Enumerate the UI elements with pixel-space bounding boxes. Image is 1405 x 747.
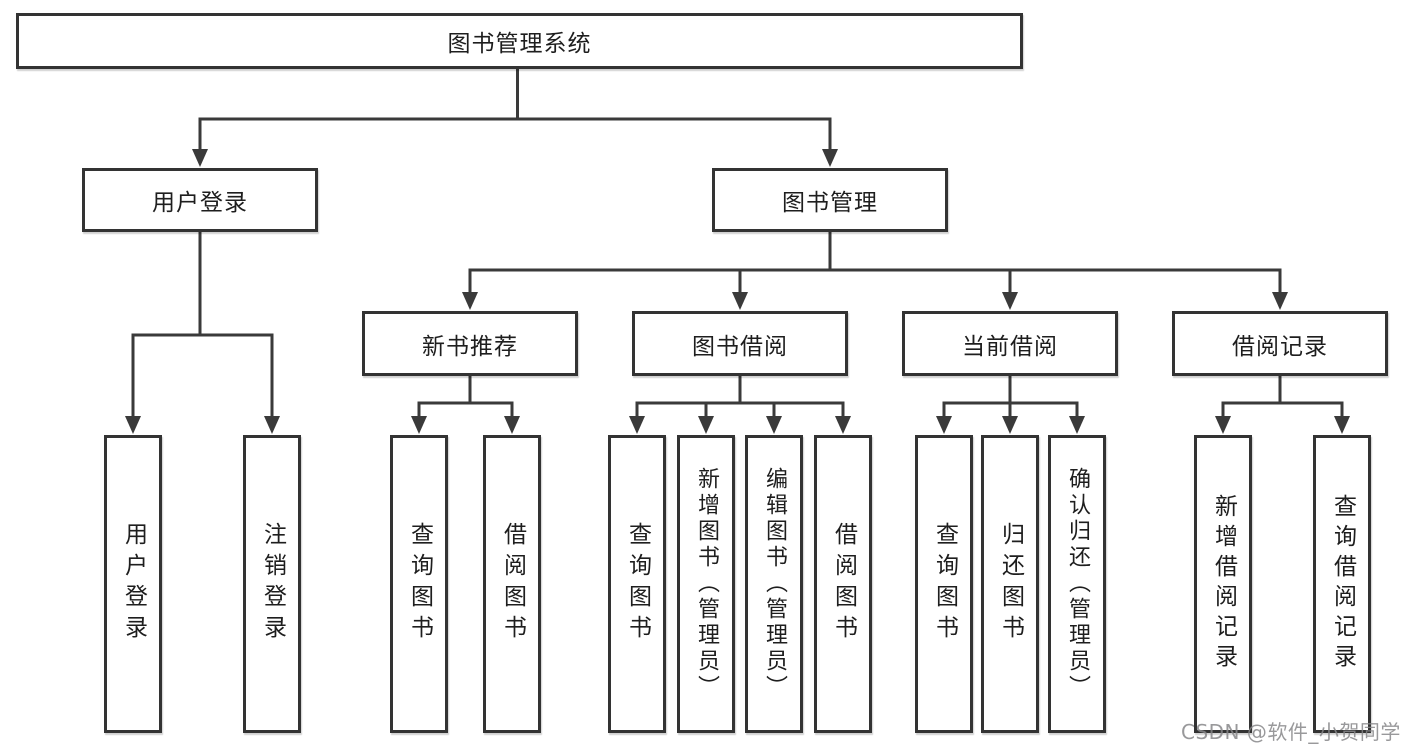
node-label: 查询借阅记录 xyxy=(1329,494,1356,674)
leaf-query-books: 查询图书 xyxy=(608,435,666,733)
node-label: 图书管理 xyxy=(782,190,878,216)
node-label: 当前借阅 xyxy=(962,333,1058,360)
node-label: 图书借阅 xyxy=(692,333,788,360)
node-borrow-records: 借阅记录 xyxy=(1172,311,1388,376)
node-label: 图书管理系统 xyxy=(447,31,592,57)
node-label: 新增图书（管理员） xyxy=(694,467,719,701)
node-current-borrow: 当前借阅 xyxy=(902,311,1118,376)
node-book-borrow: 图书借阅 xyxy=(632,311,848,376)
node-label: 用户登录 xyxy=(120,522,147,646)
arrowheads xyxy=(125,149,1350,434)
leaf-query-borrow-record: 查询借阅记录 xyxy=(1313,435,1371,733)
leaf-confirm-return-admin: 确认归还（管理员） xyxy=(1048,435,1106,733)
leaf-add-book-admin: 新增图书（管理员） xyxy=(677,435,735,733)
node-label: 借阅图书 xyxy=(499,522,526,646)
leaf-query-books: 查询图书 xyxy=(915,435,973,733)
node-label: 编辑图书（管理员） xyxy=(762,467,787,701)
node-book-management: 图书管理 xyxy=(712,168,948,232)
node-label: 注销登录 xyxy=(259,522,286,646)
leaf-borrow-books: 借阅图书 xyxy=(814,435,872,733)
leaf-edit-book-admin: 编辑图书（管理员） xyxy=(745,435,803,733)
node-label: 用户登录 xyxy=(152,190,248,216)
leaf-logout: 注销登录 xyxy=(243,435,301,733)
node-label: 确认归还（管理员） xyxy=(1065,467,1090,701)
node-label: 查询图书 xyxy=(931,522,958,646)
node-label: 新书推荐 xyxy=(422,333,518,360)
leaf-add-borrow-record: 新增借阅记录 xyxy=(1194,435,1252,733)
leaf-query-books: 查询图书 xyxy=(390,435,448,733)
leaf-return-book: 归还图书 xyxy=(981,435,1039,733)
node-label: 借阅图书 xyxy=(830,522,857,646)
csdn-watermark: CSDN @软件_小贺同学 xyxy=(1181,720,1401,744)
node-label: 借阅记录 xyxy=(1232,333,1328,360)
node-label: 新增借阅记录 xyxy=(1210,494,1237,674)
node-label: 归还图书 xyxy=(997,522,1024,646)
node-new-book-recommend: 新书推荐 xyxy=(362,311,578,376)
leaf-user-login: 用户登录 xyxy=(104,435,162,733)
node-label: 查询图书 xyxy=(624,522,651,646)
node-root-system: 图书管理系统 xyxy=(16,13,1023,69)
node-label: 查询图书 xyxy=(406,522,433,646)
node-user-login: 用户登录 xyxy=(82,168,318,232)
leaf-borrow-books: 借阅图书 xyxy=(483,435,541,733)
